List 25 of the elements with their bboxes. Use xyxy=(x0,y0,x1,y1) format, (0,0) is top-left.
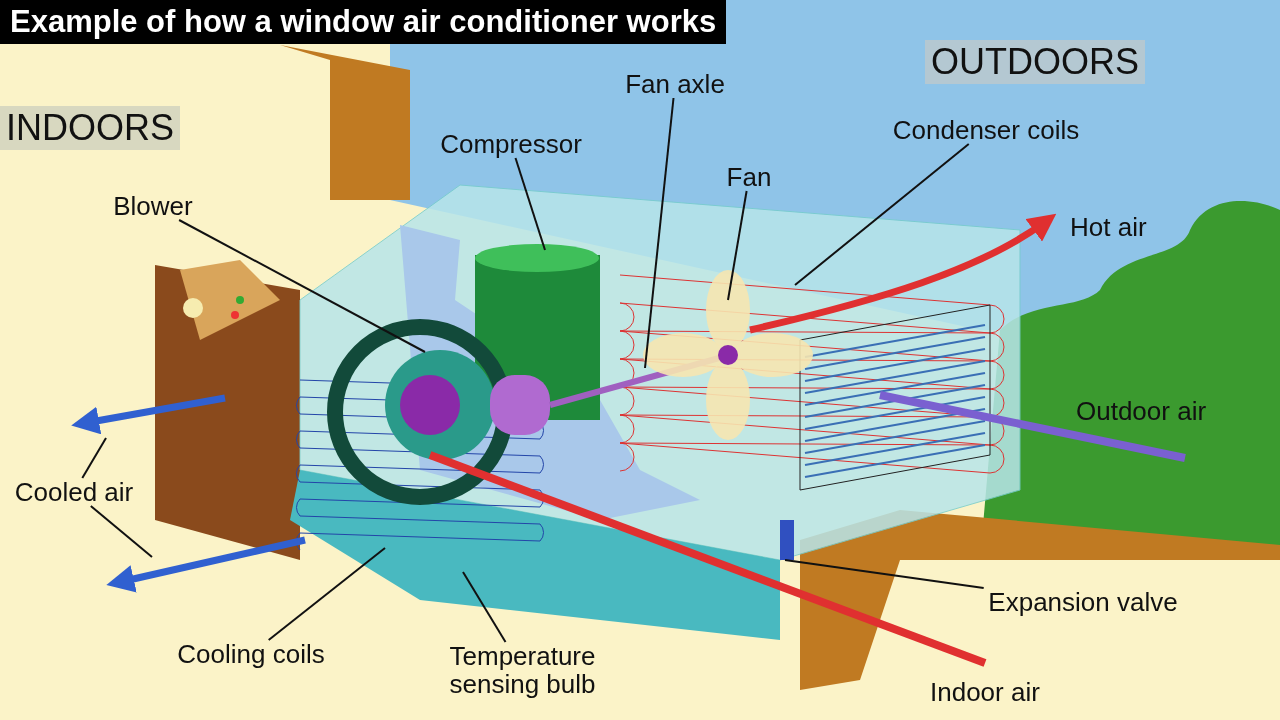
part-label: Cooling coils xyxy=(131,640,371,668)
leader-line xyxy=(727,190,748,301)
part-label: Fan xyxy=(714,163,784,191)
text-label: Indoor air xyxy=(930,678,1040,706)
leader-line xyxy=(462,571,507,643)
leader-line xyxy=(89,505,153,558)
text-label: Hot air xyxy=(1070,213,1147,241)
leader-line xyxy=(794,143,970,286)
part-label: Fan axle xyxy=(590,70,760,98)
leader-line xyxy=(267,547,386,641)
leader-line xyxy=(81,437,107,479)
leader-line xyxy=(178,219,426,353)
title-banner: Example of how a window air conditioner works xyxy=(0,0,727,44)
text-label: Outdoor air xyxy=(1076,397,1207,425)
leader-line xyxy=(784,559,985,589)
part-label: Temperature sensing bulb xyxy=(405,642,640,698)
part-label: Compressor xyxy=(396,130,626,158)
part-label: Condenser coils xyxy=(836,116,1136,144)
part-label: Cooled air xyxy=(14,478,134,506)
text-label: OUTDOORS xyxy=(925,40,1145,84)
text-label: INDOORS xyxy=(0,106,180,150)
part-label: Expansion valve xyxy=(928,588,1238,616)
leader-line xyxy=(644,97,675,369)
leader-line xyxy=(514,157,546,251)
part-label: Blower xyxy=(88,192,218,220)
